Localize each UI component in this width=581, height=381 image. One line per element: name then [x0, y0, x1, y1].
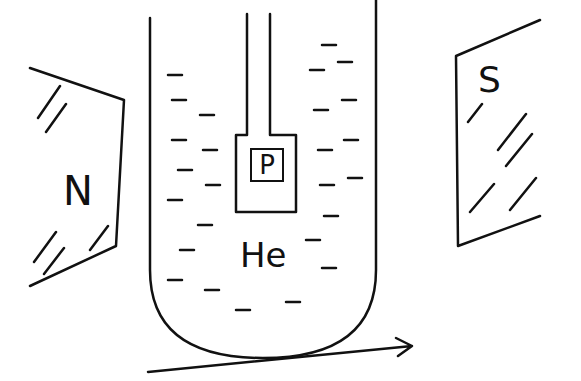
sample-box: P: [250, 148, 284, 182]
magnet-pole-outline: [452, 18, 547, 250]
node-label: P: [259, 152, 275, 178]
sample-holder: [236, 14, 296, 212]
dewar: He P: [148, 0, 378, 362]
liquid-dashes: [168, 45, 362, 310]
pole-hatching: [34, 86, 108, 274]
node-label: S: [478, 62, 501, 98]
magnet-pole: S: [452, 18, 547, 250]
node-label: N: [63, 171, 93, 211]
magnet-pole: N: [28, 66, 128, 288]
node-label: He: [240, 238, 286, 272]
pole-hatching: [468, 104, 536, 212]
